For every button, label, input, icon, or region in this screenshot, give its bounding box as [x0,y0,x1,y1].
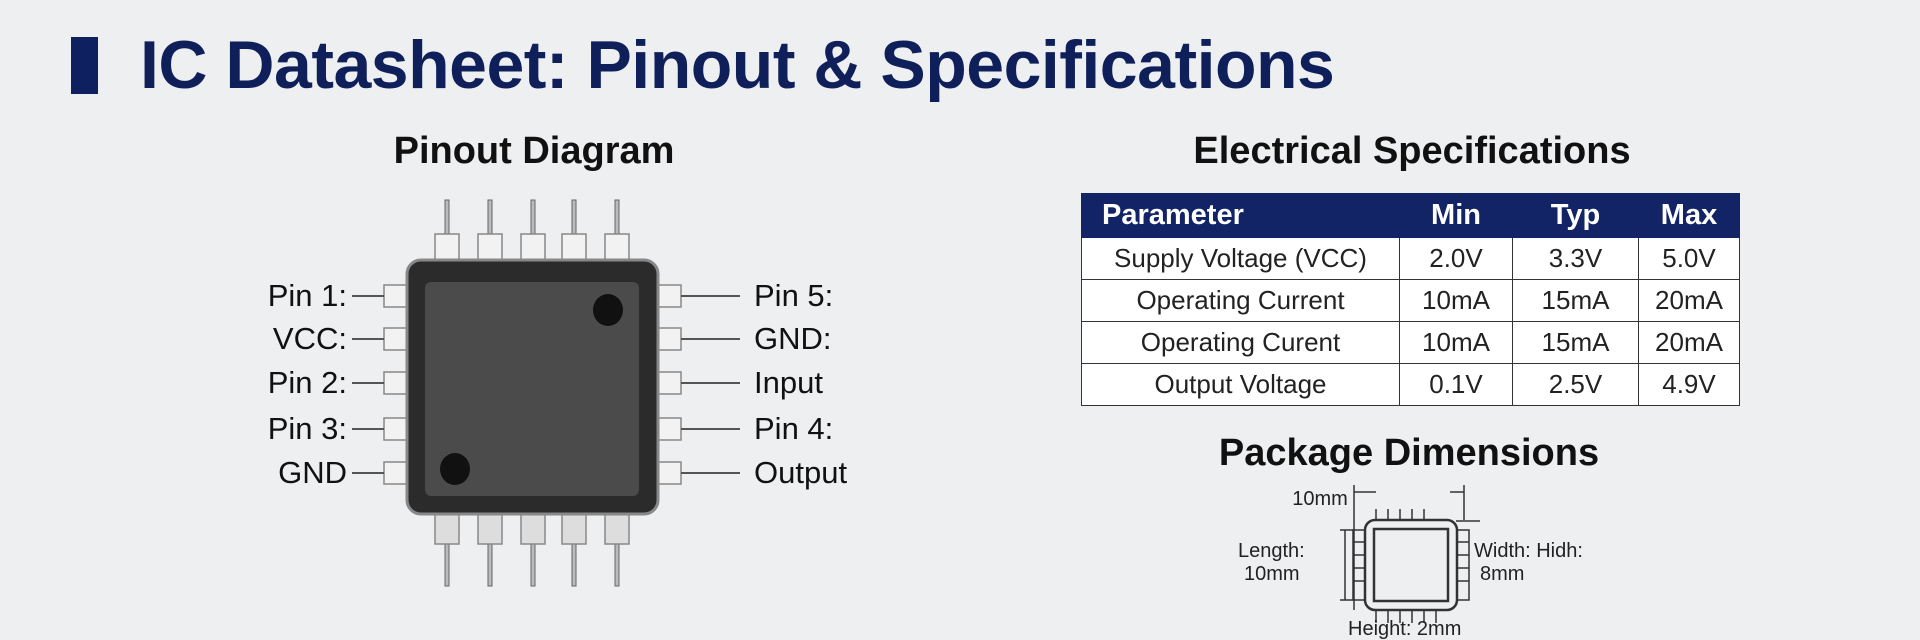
length-value: 10mm [1244,563,1300,585]
table-cell: Output Voltage [1081,363,1400,406]
pin-pad [656,371,682,395]
pin-pad [520,511,546,545]
pin-label-right: Pin 5: [754,278,834,313]
pin-label-left: Pin 1: [267,278,347,313]
pin-pad [383,284,409,308]
table-cell: 5.0V [1638,237,1740,280]
title-accent-bar [71,37,98,94]
table-cell: 0.1V [1399,363,1513,406]
pin1-marker-dot [593,294,623,326]
package-heading: Package Dimensions [1218,432,1600,474]
pin-lead [614,539,620,587]
pin-label-left: Pin 3: [267,411,347,446]
pin-pad [520,233,546,263]
table-cell: 10mA [1399,279,1513,322]
pin-pad [477,233,503,263]
pin-lead [571,539,577,587]
pin-pad [604,233,630,263]
pin-pad [561,511,587,545]
pin-pad [604,511,630,545]
pin-label-right: Output [754,455,848,490]
table-cell: 20mA [1638,279,1740,322]
pin-lead [444,539,450,587]
pin-label-right: Pin 4: [754,411,834,446]
pin-lead [444,199,450,237]
pin-pad [383,461,409,485]
package-drawing [1340,485,1480,623]
pin-lead [530,539,536,587]
pin-pad [656,284,682,308]
specs-heading: Electrical Specifications [1193,130,1631,172]
col-header: Parameter [1081,193,1400,238]
table-cell: Supply Voltage (VCC) [1081,237,1400,280]
table-cell: 2.5V [1512,363,1639,406]
table-cell: 2.0V [1399,237,1513,280]
pin-label-left: Pin 2: [267,365,347,400]
col-header: Typ [1512,193,1639,238]
pin-lead [530,199,536,237]
pin-label-left: VCC: [272,321,347,356]
pin-pad [434,511,460,545]
pin-pad [656,327,682,351]
table-cell: 4.9V [1638,363,1740,406]
width-value: 8mm [1480,563,1525,585]
pin-pad [383,417,409,441]
page-title: IC Datasheet: Pinout & Specifications [140,27,1335,103]
pin-pad [561,233,587,263]
height-label: Height: 2mm [1348,618,1462,640]
table-cell: 20mA [1638,321,1740,364]
specs-table: Parameter Min Typ Max Supply Voltage (VC… [1081,193,1740,406]
pin-label-right: Input [754,365,823,400]
chip-die [425,282,639,496]
table-cell: Operating Current [1081,279,1400,322]
pinout-heading: Pinout Diagram [393,130,675,172]
table-cell: 15mA [1512,279,1639,322]
pin-lead [487,199,493,237]
pin-lead [614,199,620,237]
pin-lead [487,539,493,587]
table-cell: 10mA [1399,321,1513,364]
pin-lead [571,199,577,237]
pin-label-left: GND [278,455,347,490]
table-cell: 3.3V [1512,237,1639,280]
top-dimension-label: 10mm [1292,488,1348,510]
pin-pad [656,461,682,485]
pin1-marker-dot-2 [440,453,470,485]
pin-pad [477,511,503,545]
table-cell: Operating Curent [1081,321,1400,364]
col-header: Max [1638,193,1740,238]
col-header: Min [1399,193,1513,238]
table-header-row: Parameter Min Typ Max [1081,193,1740,238]
width-label: Width: Hidh: [1474,540,1583,562]
pin-pad [434,233,460,263]
pin-pad [656,417,682,441]
table-cell: 15mA [1512,321,1639,364]
length-label: Length: [1238,540,1305,562]
pin-pad [383,371,409,395]
pin-pad [383,327,409,351]
pin-label-right: GND: [754,321,832,356]
